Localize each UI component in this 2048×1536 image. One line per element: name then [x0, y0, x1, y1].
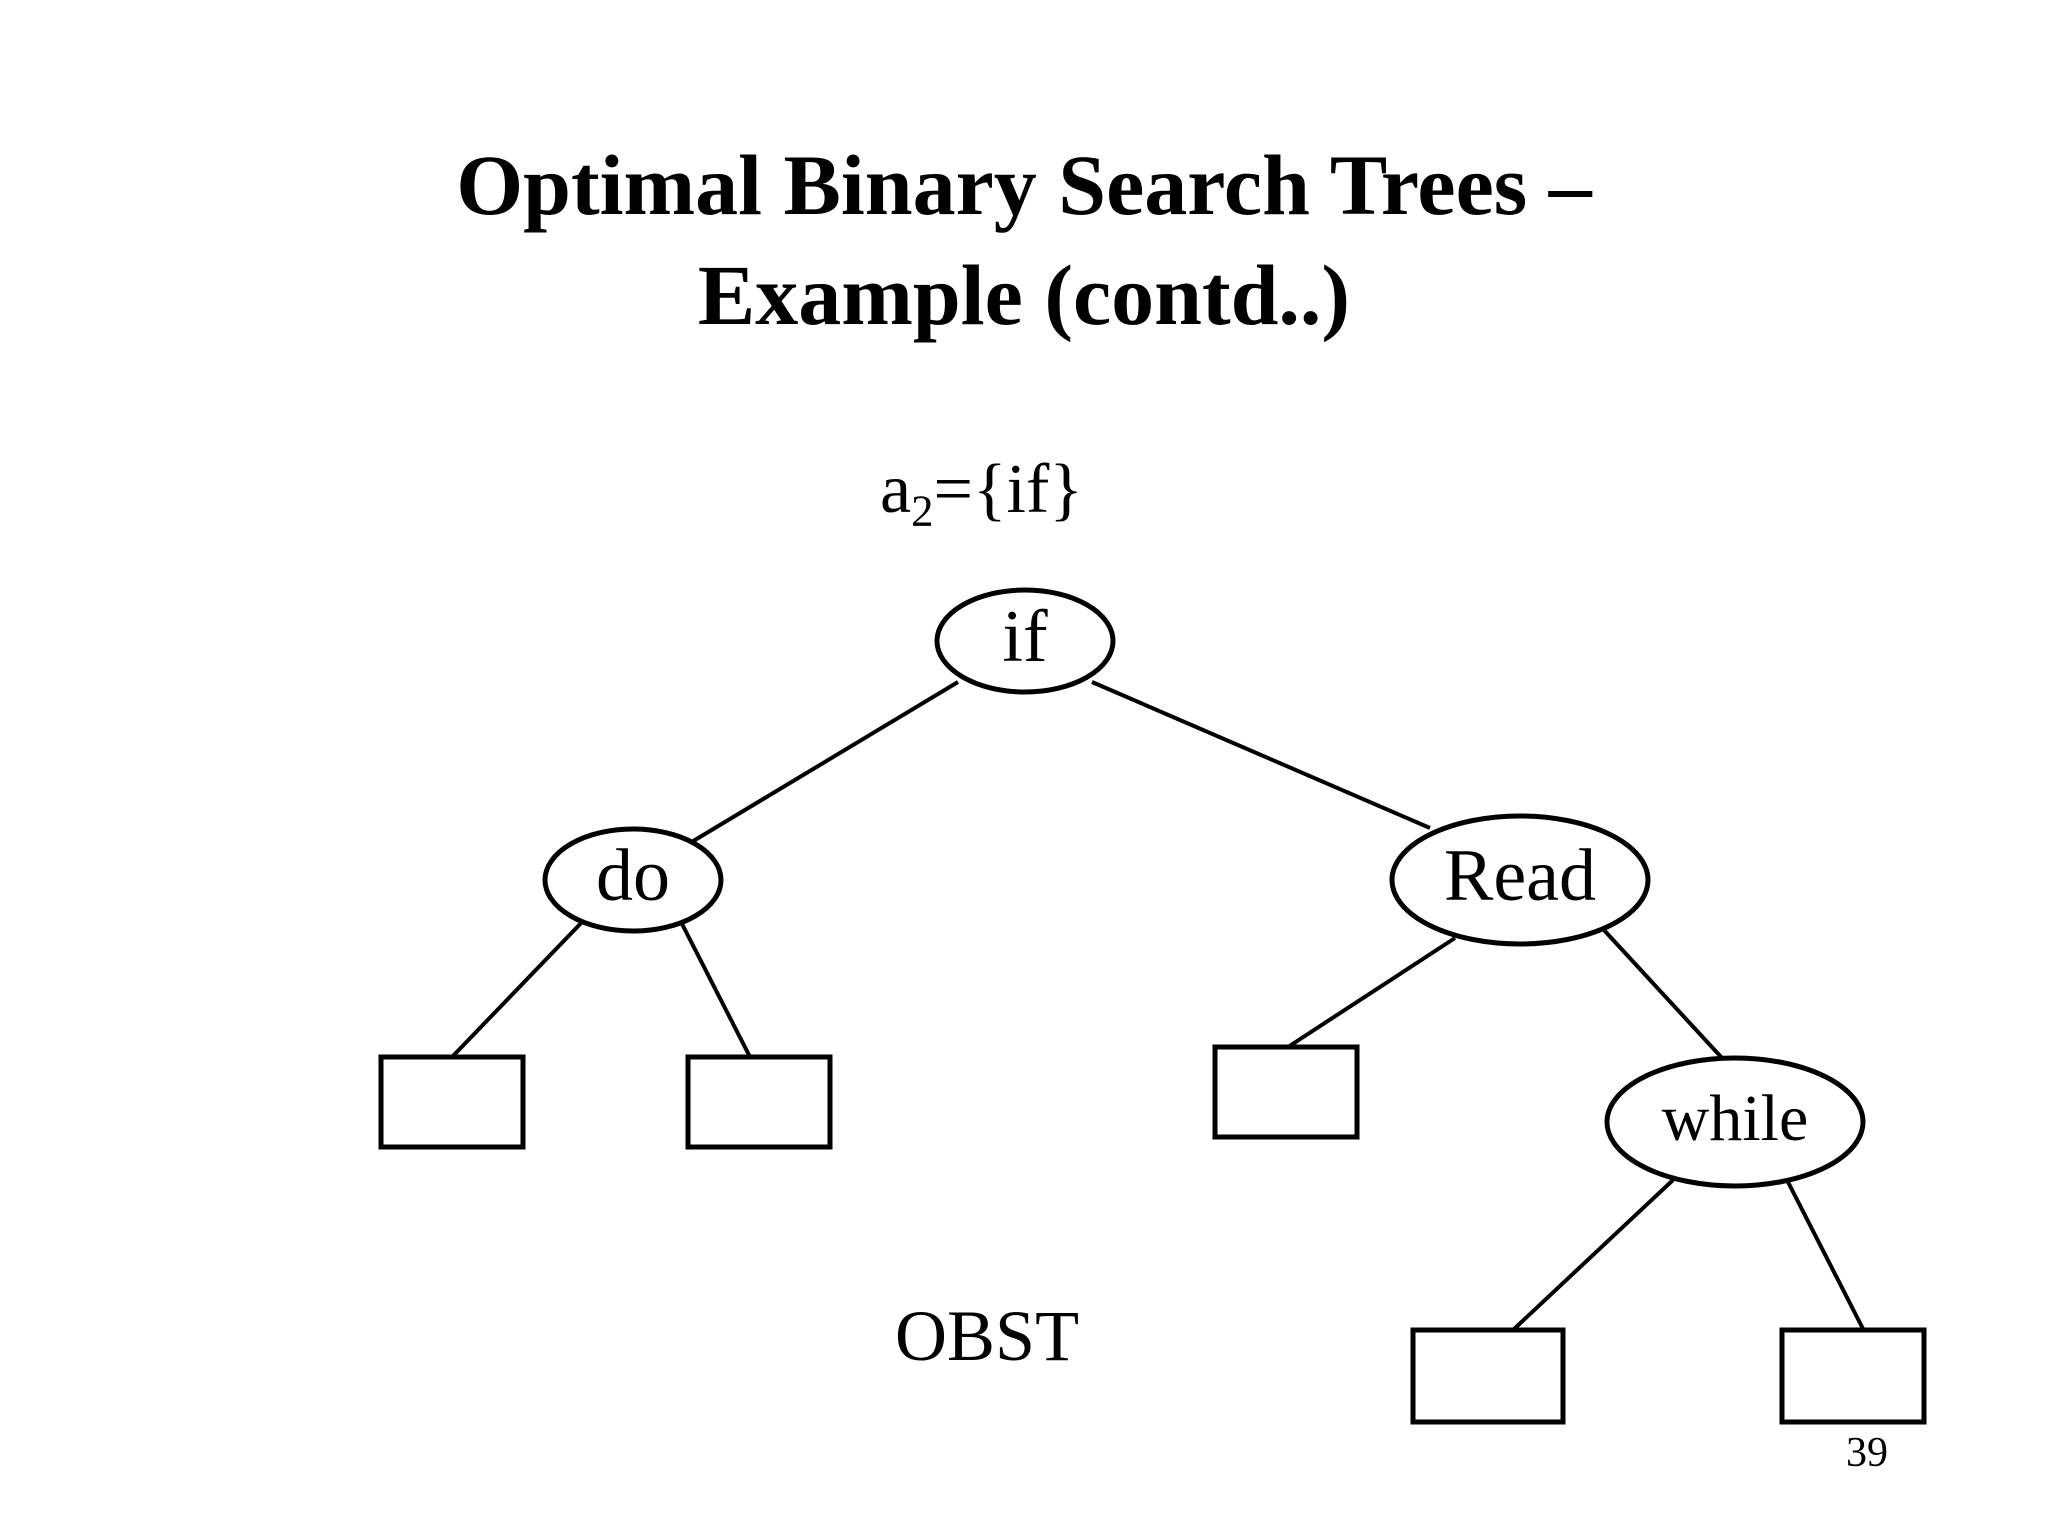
tree-edge-if-to-read [1091, 680, 1431, 830]
node-shape-ellipse [542, 826, 724, 934]
tree-node-leaf5[interactable] [1779, 1327, 1927, 1425]
node-shape-ellipse [934, 587, 1116, 695]
node-shape-rect [1410, 1327, 1566, 1425]
tree-node-do[interactable]: do [542, 826, 724, 934]
tree-node-leaf1[interactable] [378, 1054, 526, 1150]
node-shape-ellipse [1389, 813, 1651, 947]
node-label: if [1002, 596, 1048, 678]
tree-nodes: if do Read while [378, 587, 1927, 1425]
set-definition-prefix: a [880, 451, 912, 528]
tree-edge-do-to-leaf1 [450, 918, 586, 1059]
page-number: 39 [1846, 1430, 1888, 1476]
node-shape-rect [685, 1054, 833, 1150]
tree-node-read[interactable]: Read [1389, 813, 1651, 947]
set-definition-suffix: ={if} [933, 451, 1083, 528]
tree-edge-read-to-leaf3 [1286, 936, 1457, 1049]
node-label: Read [1444, 835, 1596, 917]
tree-node-leaf4[interactable] [1410, 1327, 1566, 1425]
obst-caption: OBST [895, 1296, 1080, 1376]
node-shape-rect [378, 1054, 526, 1150]
tree-edge-if-to-do [688, 680, 960, 845]
node-shape-rect [1212, 1044, 1360, 1140]
node-label: while [1662, 1082, 1809, 1155]
set-definition-subscript: 2 [911, 485, 934, 536]
node-shape-ellipse [1604, 1055, 1866, 1189]
tree-edge-while-to-leaf4 [1511, 1178, 1675, 1332]
title-line-2: Example (contd..) [697, 247, 1351, 344]
set-definition-label: a2={if} [880, 455, 1083, 533]
tree-node-leaf3[interactable] [1212, 1044, 1360, 1140]
title-line-1: Optimal Binary Search Trees – [456, 137, 1592, 233]
page-title: Optimal Binary Search Trees – Example (c… [0, 130, 2048, 350]
tree-node-if[interactable]: if [934, 587, 1116, 695]
tree-edge-read-to-while [1601, 927, 1724, 1060]
node-shape-rect [1779, 1327, 1927, 1425]
tree-node-leaf2[interactable] [685, 1054, 833, 1150]
node-label: do [596, 835, 670, 917]
tree-edges [450, 680, 1885, 1369]
tree-node-while[interactable]: while [1604, 1055, 1866, 1189]
